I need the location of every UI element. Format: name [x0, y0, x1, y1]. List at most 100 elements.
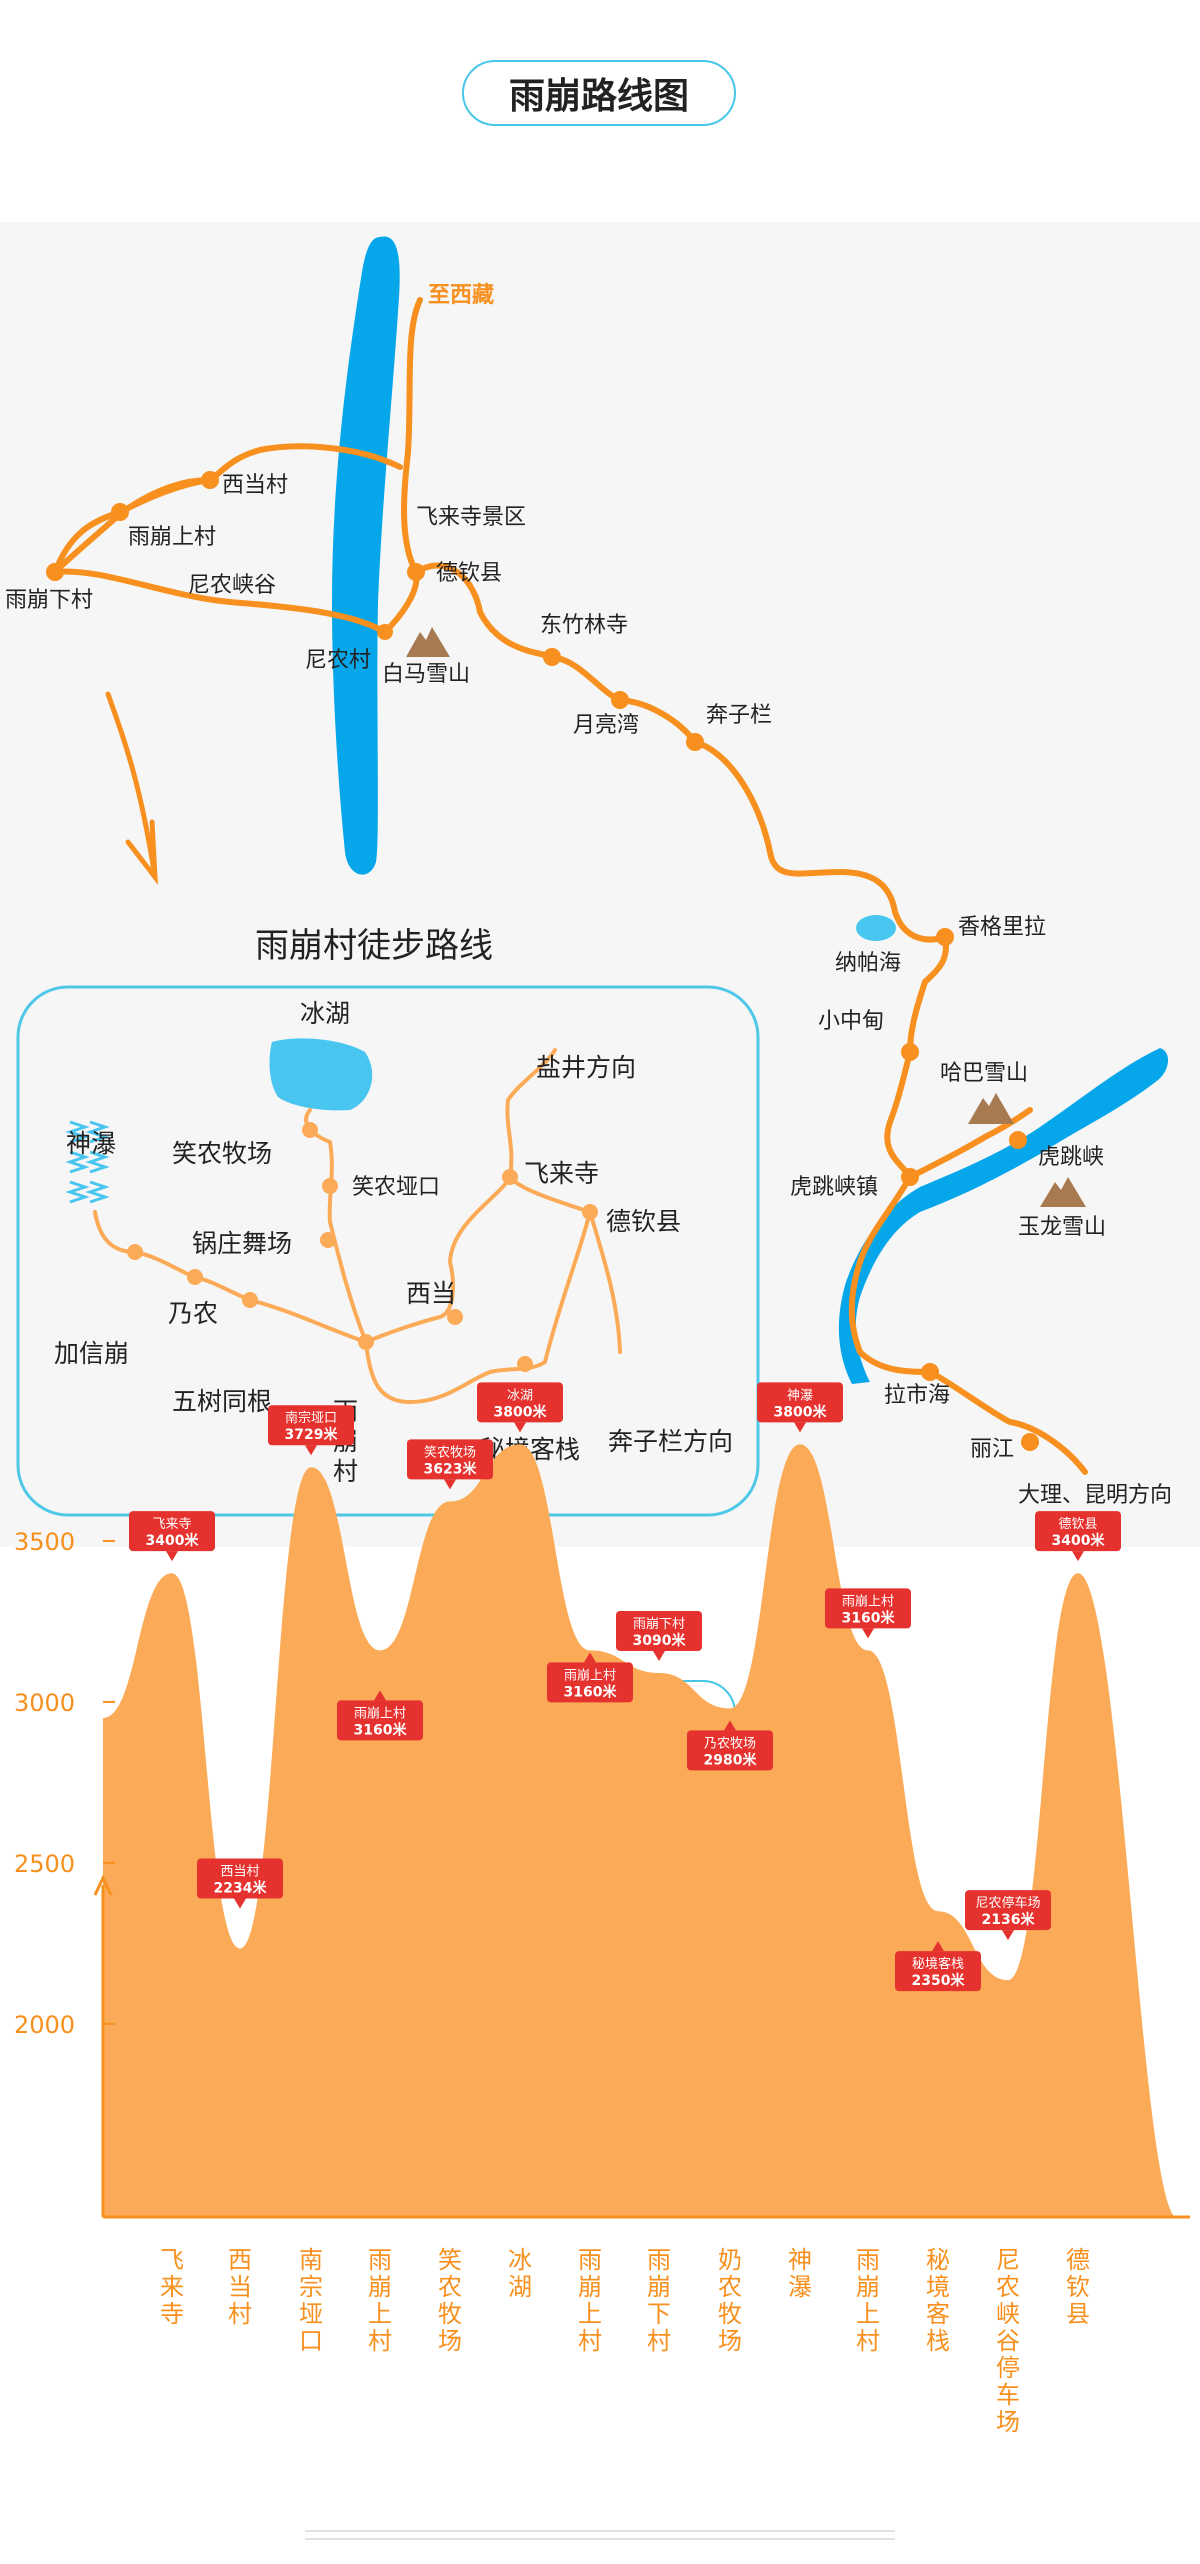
x-label-char: 栈 — [926, 2327, 950, 2355]
road-to-tibet — [401, 297, 423, 575]
road-tiger-leaping — [907, 1107, 1033, 1180]
callout-name: 南宗垭口 — [285, 1410, 337, 1426]
x-label-char: 口 — [299, 2327, 323, 2355]
callout-name: 德钦县 — [1058, 1517, 1097, 1532]
label-xiaonong-ranch: 笑农牧场 — [172, 1139, 272, 1168]
x-label-char: 村 — [228, 2300, 252, 2328]
x-label-char: 笑 — [438, 2246, 462, 2274]
route-map-title: 雨崩路线图 — [462, 60, 736, 126]
callout-elev: 3160米 — [564, 1683, 618, 1700]
label-guozhuang: 锅庄舞场 — [192, 1229, 292, 1258]
x-label-char: 上 — [578, 2300, 602, 2328]
callout-name: 飞来寺 — [152, 1517, 191, 1532]
label-ice-lake: 冰湖 — [300, 999, 350, 1028]
callout-elev: 2980米 — [704, 1751, 758, 1768]
y-tick-label: 2500 — [14, 1850, 75, 1878]
label-dongzhulin: 东竹林寺 — [540, 613, 628, 638]
node-lashihai — [921, 1363, 939, 1381]
callout-tip — [932, 1941, 944, 1952]
trail-benzilan — [588, 1210, 622, 1354]
label-benzilan: 奔子栏 — [706, 703, 772, 728]
callout-tip — [794, 1422, 806, 1433]
ice-lake — [269, 1038, 373, 1111]
x-label-char: 尼 — [996, 2246, 1020, 2274]
label-baima: 白马雪山 — [382, 662, 470, 687]
node-deqin-trail — [582, 1204, 598, 1220]
x-label-char: 来 — [160, 2273, 184, 2301]
label-feilai-area: 飞来寺景区 — [416, 505, 526, 530]
callout-box — [337, 1700, 423, 1741]
callout-name: 雨崩上村 — [564, 1668, 616, 1683]
node-xidang — [201, 471, 219, 489]
x-label: 飞来寺 — [160, 2246, 184, 2328]
callout-tip — [584, 1652, 596, 1663]
callout-name: 神瀑 — [787, 1388, 813, 1403]
x-label-char: 下 — [647, 2300, 671, 2328]
x-label-char: 雨 — [578, 2246, 602, 2274]
x-label-char: 奶 — [718, 2246, 742, 2274]
trail-mijing — [364, 1340, 547, 1404]
trail-deqin — [543, 1210, 592, 1364]
callout-tip — [862, 1628, 874, 1639]
node-jiaxinbeng — [127, 1244, 143, 1260]
x-label-char: 县 — [1066, 2300, 1090, 2328]
x-label-char: 当 — [228, 2273, 252, 2301]
x-label-char: 宗 — [299, 2273, 323, 2301]
road-ninong — [52, 568, 388, 635]
y-tick-label: 3500 — [14, 1528, 75, 1556]
x-label-char: 村 — [647, 2327, 671, 2355]
x-label: 雨崩上村 — [856, 2246, 880, 2355]
label-deqin-trail: 德钦县 — [606, 1207, 681, 1236]
x-label-char: 雨 — [856, 2246, 880, 2274]
trail-xidang — [364, 1048, 557, 1344]
x-label: 笑农牧场 — [438, 2246, 462, 2355]
label-ninong-gorge: 尼农峡谷 — [188, 573, 276, 598]
altitude-axes — [93, 1874, 1190, 2219]
x-label: 冰湖 — [508, 2246, 532, 2301]
x-label: 神瀑 — [788, 2246, 812, 2301]
label-dali-kunming: 大理、昆明方向 — [1018, 1483, 1172, 1508]
baima-mountain-icon — [406, 627, 450, 657]
node-yubeng-lower — [46, 563, 64, 581]
callout-box — [477, 1382, 563, 1423]
label-xiaozhongdian: 小中甸 — [818, 1009, 884, 1034]
label-xidang: 西当村 — [222, 473, 288, 498]
callout-name: 雨崩上村 — [842, 1594, 894, 1609]
callout-box — [616, 1610, 702, 1651]
x-label-char: 德 — [1066, 2246, 1090, 2274]
x-label-char: 村 — [578, 2327, 602, 2355]
label-shangri-la: 香格里拉 — [958, 915, 1046, 940]
x-label-char: 瀑 — [788, 2273, 812, 2301]
callout-tip — [305, 1445, 317, 1456]
node-feilai-temple — [502, 1169, 518, 1185]
altitude-area-shape — [103, 1444, 1175, 2217]
label-jiaxinbeng: 加信崩 — [54, 1339, 129, 1368]
callout-elev: 3729米 — [285, 1426, 339, 1443]
callout-name: 秘境客栈 — [912, 1956, 964, 1972]
callout-name: 笑农牧场 — [424, 1444, 476, 1460]
x-label-char: 崩 — [578, 2273, 602, 2301]
map-nodes — [46, 471, 1039, 1451]
x-label-char: 上 — [368, 2300, 392, 2328]
callout-elev: 3400米 — [1052, 1532, 1106, 1549]
x-label-char: 村 — [368, 2327, 392, 2355]
callout-box — [129, 1511, 215, 1552]
x-label-char: 场 — [438, 2327, 462, 2355]
label-napahai: 纳帕海 — [835, 951, 901, 976]
x-label-char: 湖 — [508, 2273, 532, 2301]
callout-name: 雨崩上村 — [354, 1706, 406, 1721]
x-label: 雨崩上村 — [368, 2246, 392, 2355]
callout-tip — [1072, 1551, 1084, 1562]
callout-name: 尼农停车场 — [975, 1895, 1040, 1911]
label-feilai-temple: 飞来寺 — [524, 1159, 599, 1188]
node-tiger-gorge — [1009, 1131, 1027, 1149]
node-tiger-town — [901, 1168, 919, 1186]
label-lijiang: 丽江 — [970, 1437, 1014, 1462]
